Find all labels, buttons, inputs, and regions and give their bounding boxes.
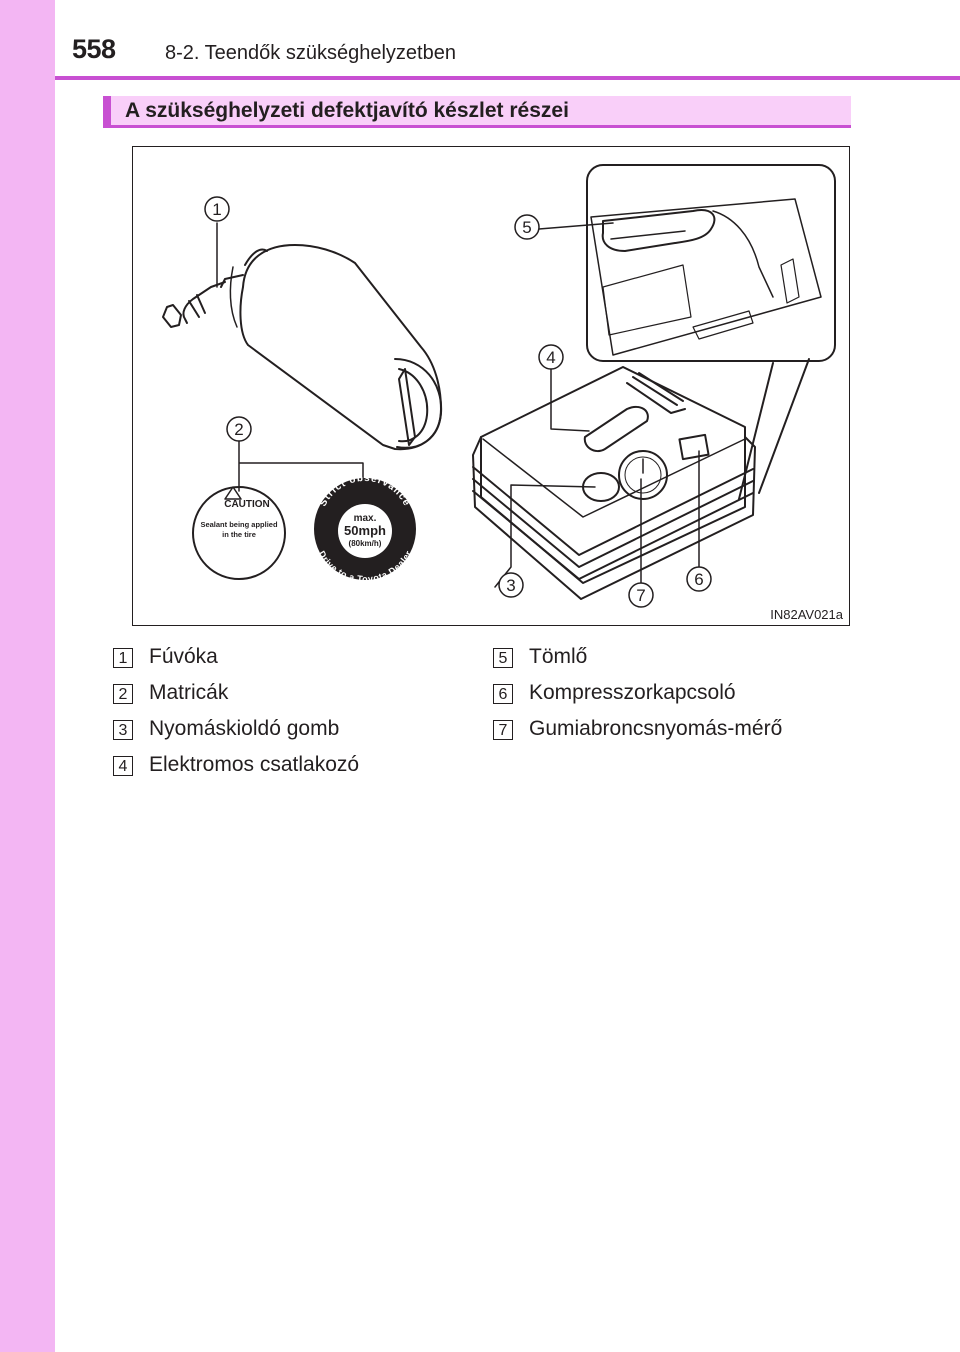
legend-label: Elektromos csatlakozó	[149, 753, 360, 776]
speed-sticker-mph: 50mph	[344, 523, 386, 538]
callout-6: 6	[694, 570, 703, 589]
page-side-band	[0, 0, 55, 1352]
legend-number: 1	[113, 648, 133, 668]
sealant-bottle-drawing	[162, 244, 443, 451]
header-rule	[55, 76, 960, 80]
legend-label: Nyomáskioldó gomb	[149, 717, 340, 740]
sub-heading-title: A szükséghelyzeti defektjavító készlet r…	[125, 99, 569, 122]
legend-number: 6	[493, 684, 513, 704]
caution-sticker-line2: in the tire	[222, 530, 256, 539]
legend-label: Tömlő	[529, 645, 588, 668]
callout-leaders	[216, 222, 700, 598]
callout-2: 2	[234, 420, 243, 439]
legend-number: 4	[113, 756, 133, 776]
speed-sticker-kmh: (80km/h)	[349, 539, 382, 548]
compressor-drawing	[472, 366, 756, 600]
callout-4: 4	[546, 348, 555, 367]
legend-number: 7	[493, 720, 513, 740]
caution-sticker-title: CAUTION	[224, 499, 270, 510]
callout-1: 1	[212, 200, 221, 219]
caution-sticker-line1: Sealant being applied	[200, 520, 278, 529]
illustration-svg: 1 2 3 4 5 6 7 CAUTION Sealant being appl…	[162, 164, 836, 608]
callout-7: 7	[636, 586, 645, 605]
callout-5: 5	[522, 218, 531, 237]
repair-kit-illustration: 1 2 3 4 5 6 7 CAUTION Sealant being appl…	[132, 146, 850, 626]
legend-label: Gumiabroncsnyomás-mérő	[529, 717, 783, 740]
callout-3: 3	[506, 576, 515, 595]
speed-sticker-max: max.	[354, 513, 377, 524]
legend-number: 3	[113, 720, 133, 740]
page-number: 558	[72, 34, 116, 64]
legend-label: Matricák	[149, 681, 229, 704]
legend-label: Kompresszorkapcsoló	[529, 681, 736, 704]
sub-heading-box: A szükséghelyzeti defektjavító készlet r…	[103, 96, 851, 128]
section-title: 8-2. Teendők szükséghelyzetben	[165, 42, 456, 64]
legend-number: 5	[493, 648, 513, 668]
legend-label: Fúvóka	[149, 645, 218, 668]
figure-code: IN82AV021a	[770, 607, 843, 622]
legend-number: 2	[113, 684, 133, 704]
zoom-box-drawing	[586, 164, 836, 500]
